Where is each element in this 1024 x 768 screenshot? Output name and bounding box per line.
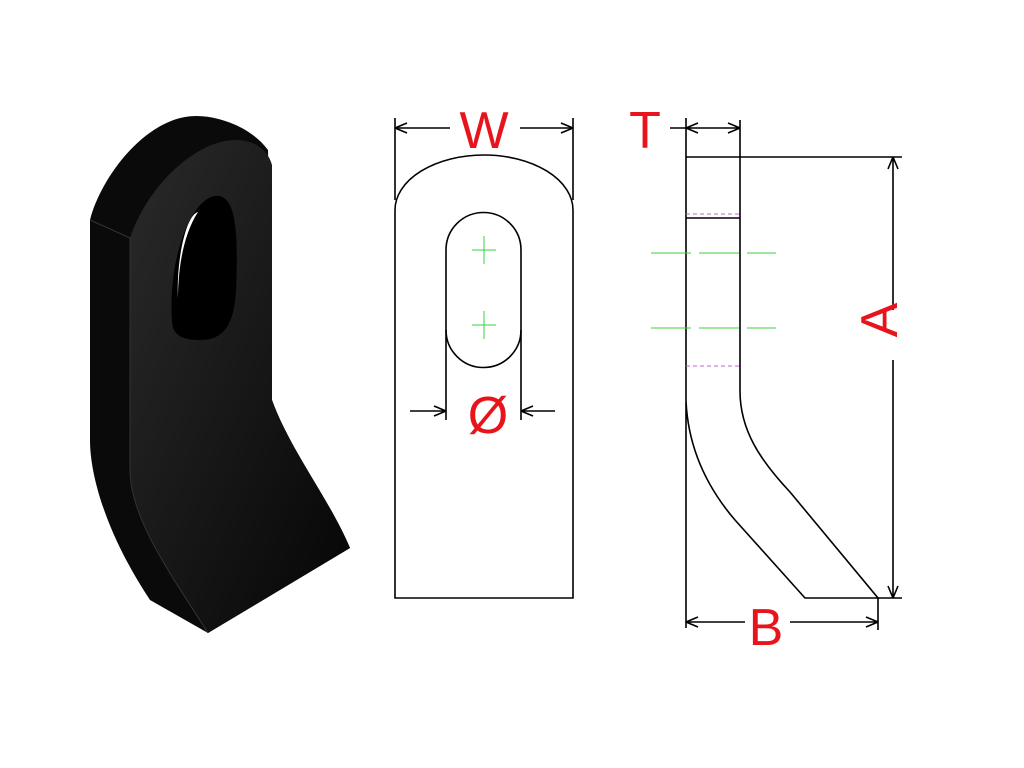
length-label: A [851, 302, 909, 337]
isometric-view [89, 115, 350, 634]
offset-label: B [749, 599, 784, 657]
thickness-label: T [629, 102, 661, 160]
width-label: W [459, 102, 508, 160]
side-view [651, 118, 902, 630]
front-view [394, 118, 574, 599]
diameter-label: Ø [468, 387, 508, 445]
